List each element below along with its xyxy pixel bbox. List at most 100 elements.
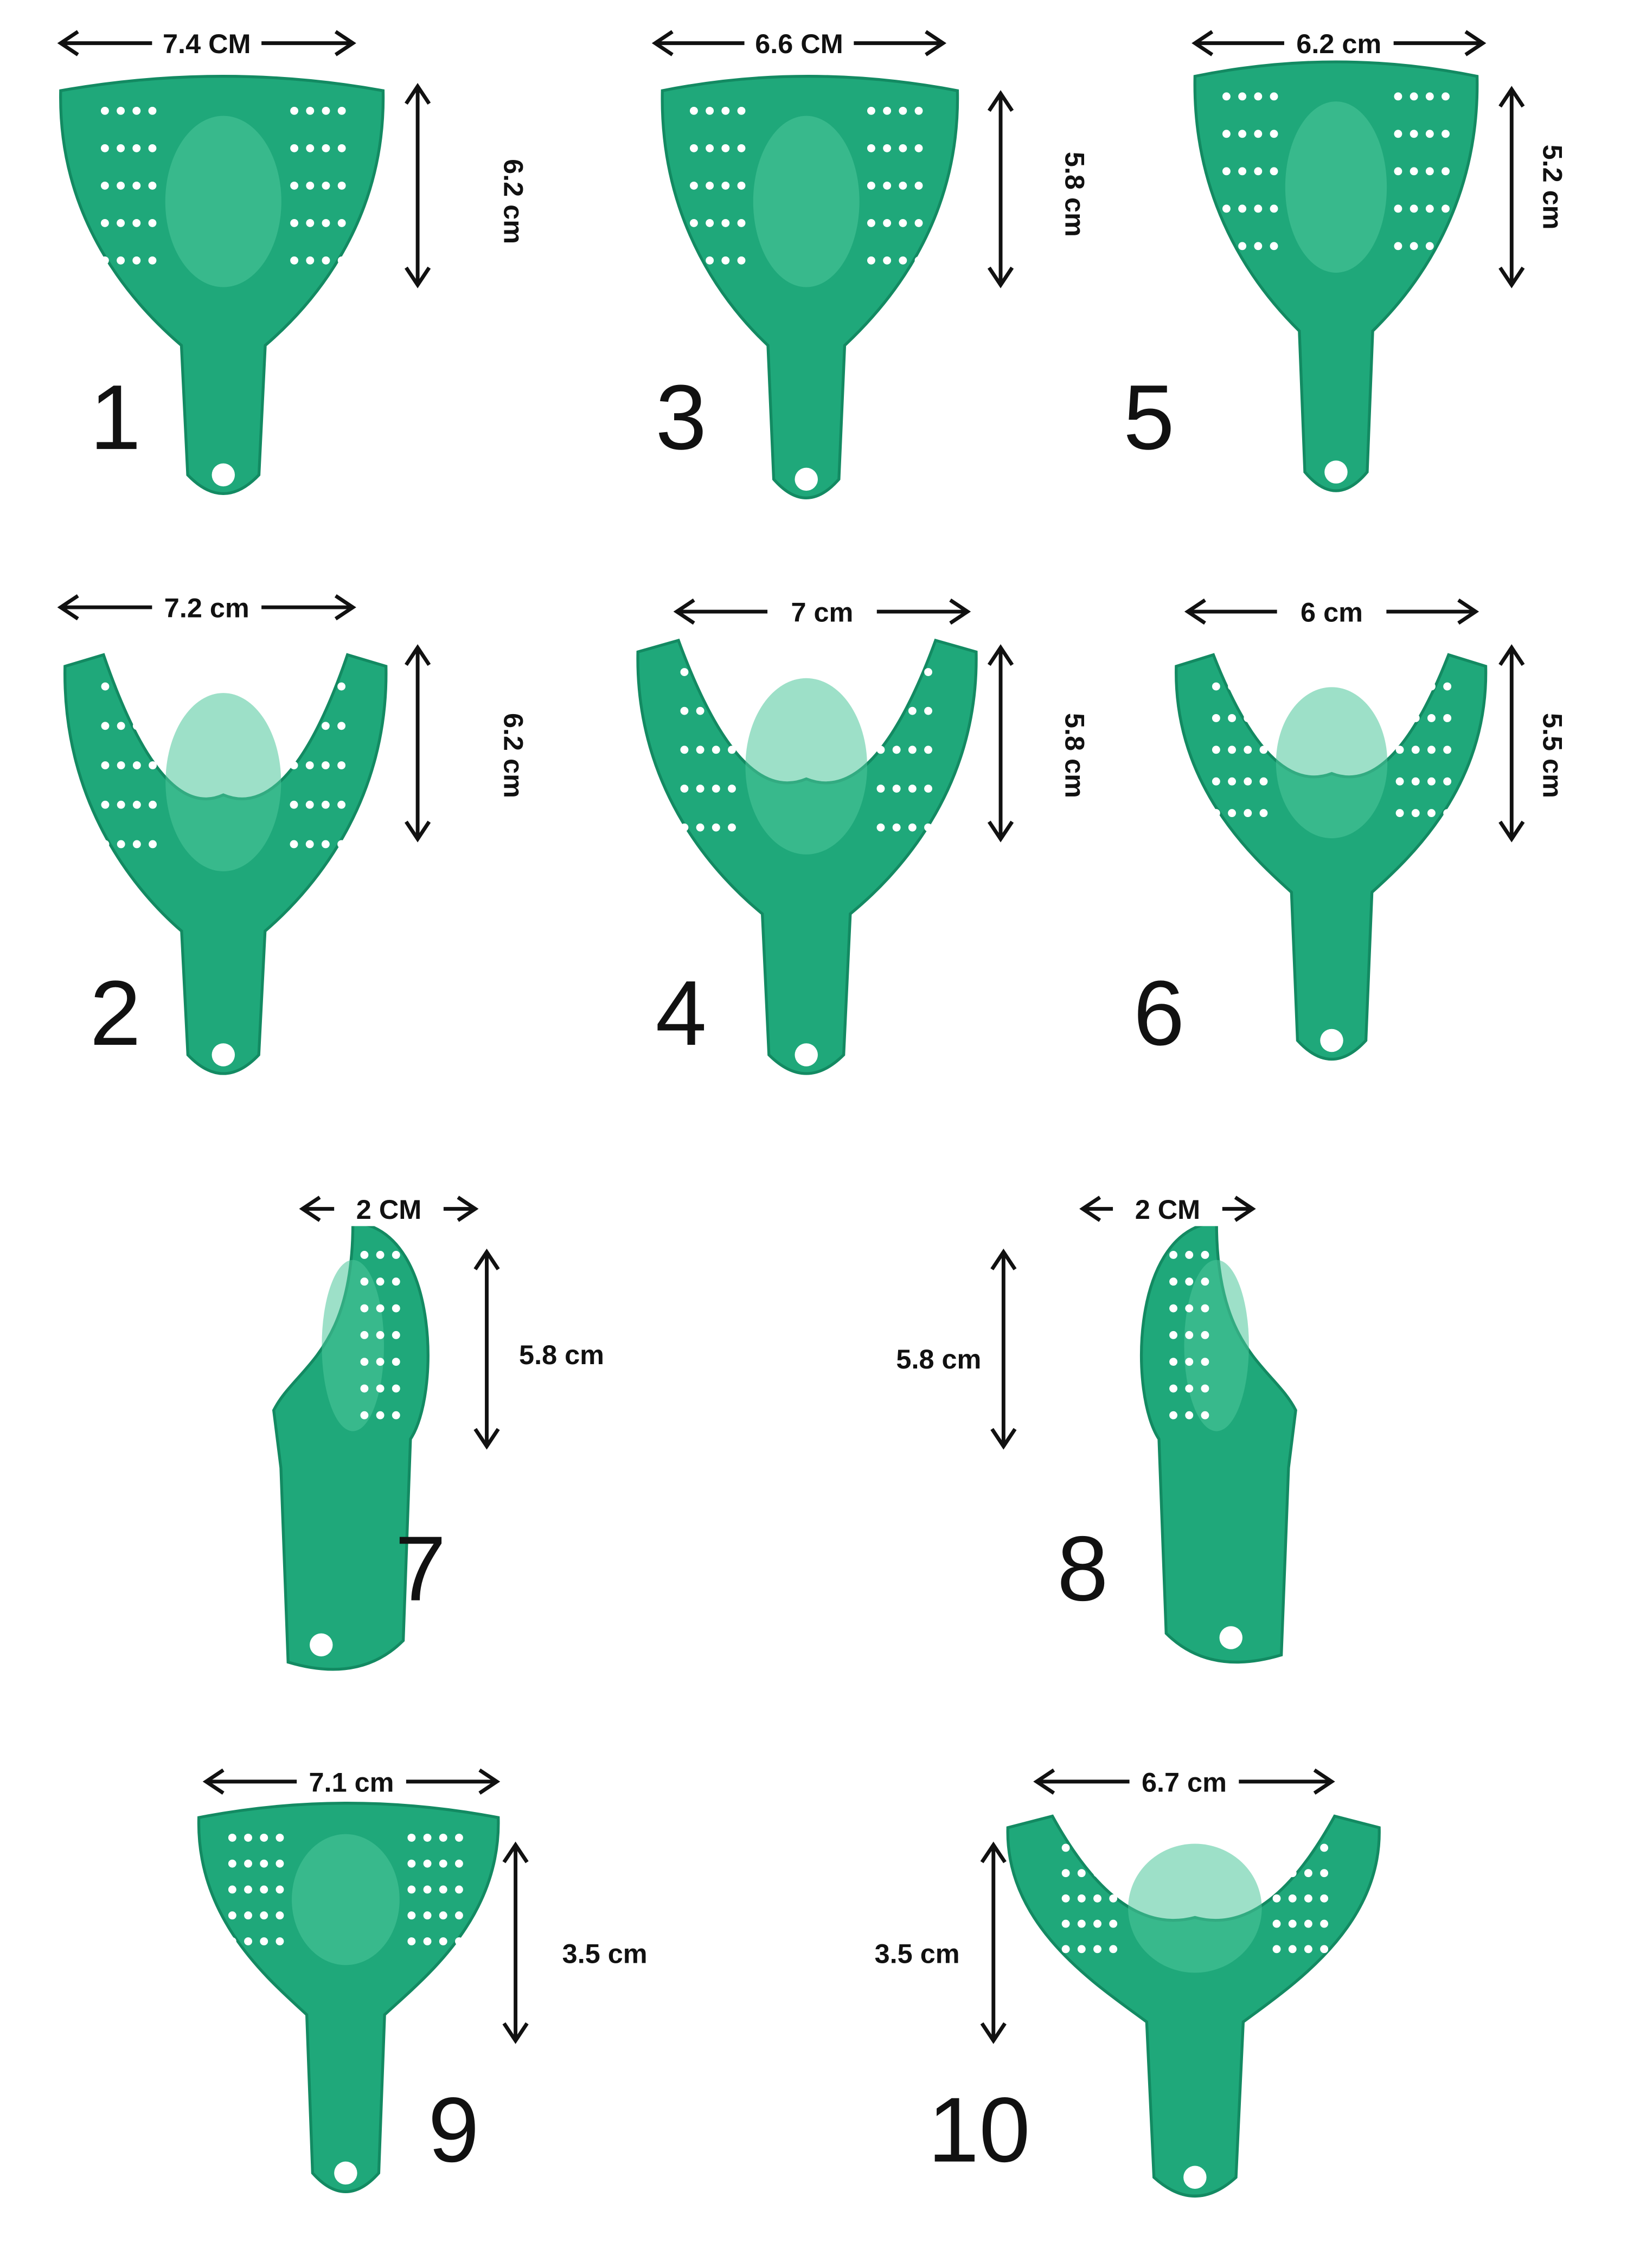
perforation [1093, 1894, 1101, 1903]
perforation [148, 181, 157, 190]
perforation [321, 840, 330, 849]
perforation [276, 1937, 284, 1945]
perforation [260, 1885, 268, 1894]
perforation [1394, 204, 1402, 213]
perforation [376, 1277, 385, 1286]
perforation [680, 668, 689, 676]
perforation [721, 256, 730, 265]
perforation [721, 106, 730, 115]
perforation [305, 800, 314, 809]
perforation [1244, 714, 1252, 722]
perforation [132, 144, 141, 152]
arrowhead-icon [1498, 86, 1525, 288]
perforation [322, 106, 330, 115]
perforation [924, 668, 932, 676]
perforation [439, 1833, 447, 1842]
perforation [290, 144, 299, 152]
perforation [1425, 130, 1434, 138]
perforation [721, 181, 730, 190]
perforation [1288, 1919, 1297, 1928]
arrowhead-icon [1498, 644, 1525, 843]
perforation [1185, 1384, 1194, 1393]
perforation [376, 1411, 385, 1419]
perforation [867, 181, 875, 190]
perforation [1077, 1894, 1086, 1903]
perforation [1442, 204, 1450, 213]
tray-highlight [1128, 1843, 1262, 1973]
perforation [117, 256, 125, 265]
perforation [306, 256, 315, 265]
perforation [407, 1859, 416, 1868]
perforation [101, 800, 110, 809]
perforation [1411, 746, 1420, 754]
perforation [423, 1859, 432, 1868]
perforation [1244, 777, 1252, 786]
perforation [1061, 1894, 1070, 1903]
perforation [1259, 777, 1268, 786]
perforation [1185, 1411, 1194, 1419]
perforation [439, 1885, 447, 1894]
perforation [1304, 1919, 1312, 1928]
perforation [899, 106, 907, 115]
perforation [244, 1885, 252, 1894]
perforation [712, 823, 720, 832]
arrowhead-icon [57, 30, 356, 56]
perforation [680, 823, 689, 832]
perforation [306, 106, 315, 115]
perforation [924, 706, 932, 715]
perforation [1411, 809, 1420, 818]
arrowhead-icon [404, 644, 431, 843]
perforation [883, 106, 892, 115]
perforation [132, 181, 141, 190]
perforation [148, 219, 157, 227]
perforation [305, 761, 314, 769]
perforation [696, 746, 704, 754]
perforation [337, 256, 346, 265]
width-label: 6 cm [1301, 597, 1363, 628]
tray-number: 7 [395, 1517, 446, 1620]
perforation [1228, 746, 1237, 754]
perforation [1228, 777, 1237, 786]
handle-hole [795, 467, 818, 491]
handle-hole [795, 1043, 818, 1066]
perforation [305, 722, 314, 730]
perforation [392, 1358, 400, 1366]
handle-hole [212, 1043, 235, 1066]
perforation [1077, 1945, 1086, 1954]
perforation [322, 256, 330, 265]
perforation [1443, 714, 1452, 722]
perforation [132, 722, 141, 730]
perforation [876, 785, 885, 793]
width-label: 6.2 cm [1296, 28, 1381, 59]
perforation [360, 1331, 369, 1339]
perforation [376, 1331, 385, 1339]
perforation [228, 1833, 236, 1842]
perforation [1288, 1843, 1297, 1852]
arrowhead-icon [502, 1841, 529, 2044]
perforation [455, 1885, 463, 1894]
perforation [132, 682, 141, 691]
perforation [712, 668, 720, 676]
perforation [132, 219, 141, 227]
perforation [924, 785, 932, 793]
perforation [392, 1411, 400, 1419]
perforation [360, 1358, 369, 1366]
perforation [360, 1251, 369, 1259]
perforation [899, 256, 907, 265]
perforation [924, 823, 932, 832]
tray-5: 56.2 cm5.2 cm [1123, 25, 1568, 492]
perforation [276, 1833, 284, 1842]
impression-tray-image [661, 75, 959, 499]
perforation [1061, 1945, 1070, 1954]
label-background [1113, 1191, 1222, 1226]
perforation [1254, 204, 1263, 213]
perforation [392, 1277, 400, 1286]
perforation [1395, 809, 1404, 818]
perforation [706, 181, 714, 190]
perforation [737, 219, 746, 227]
perforation [1212, 682, 1220, 691]
perforation [883, 256, 892, 265]
perforation [1185, 1277, 1194, 1286]
perforation [1169, 1384, 1177, 1393]
tray-number: 2 [89, 961, 140, 1064]
